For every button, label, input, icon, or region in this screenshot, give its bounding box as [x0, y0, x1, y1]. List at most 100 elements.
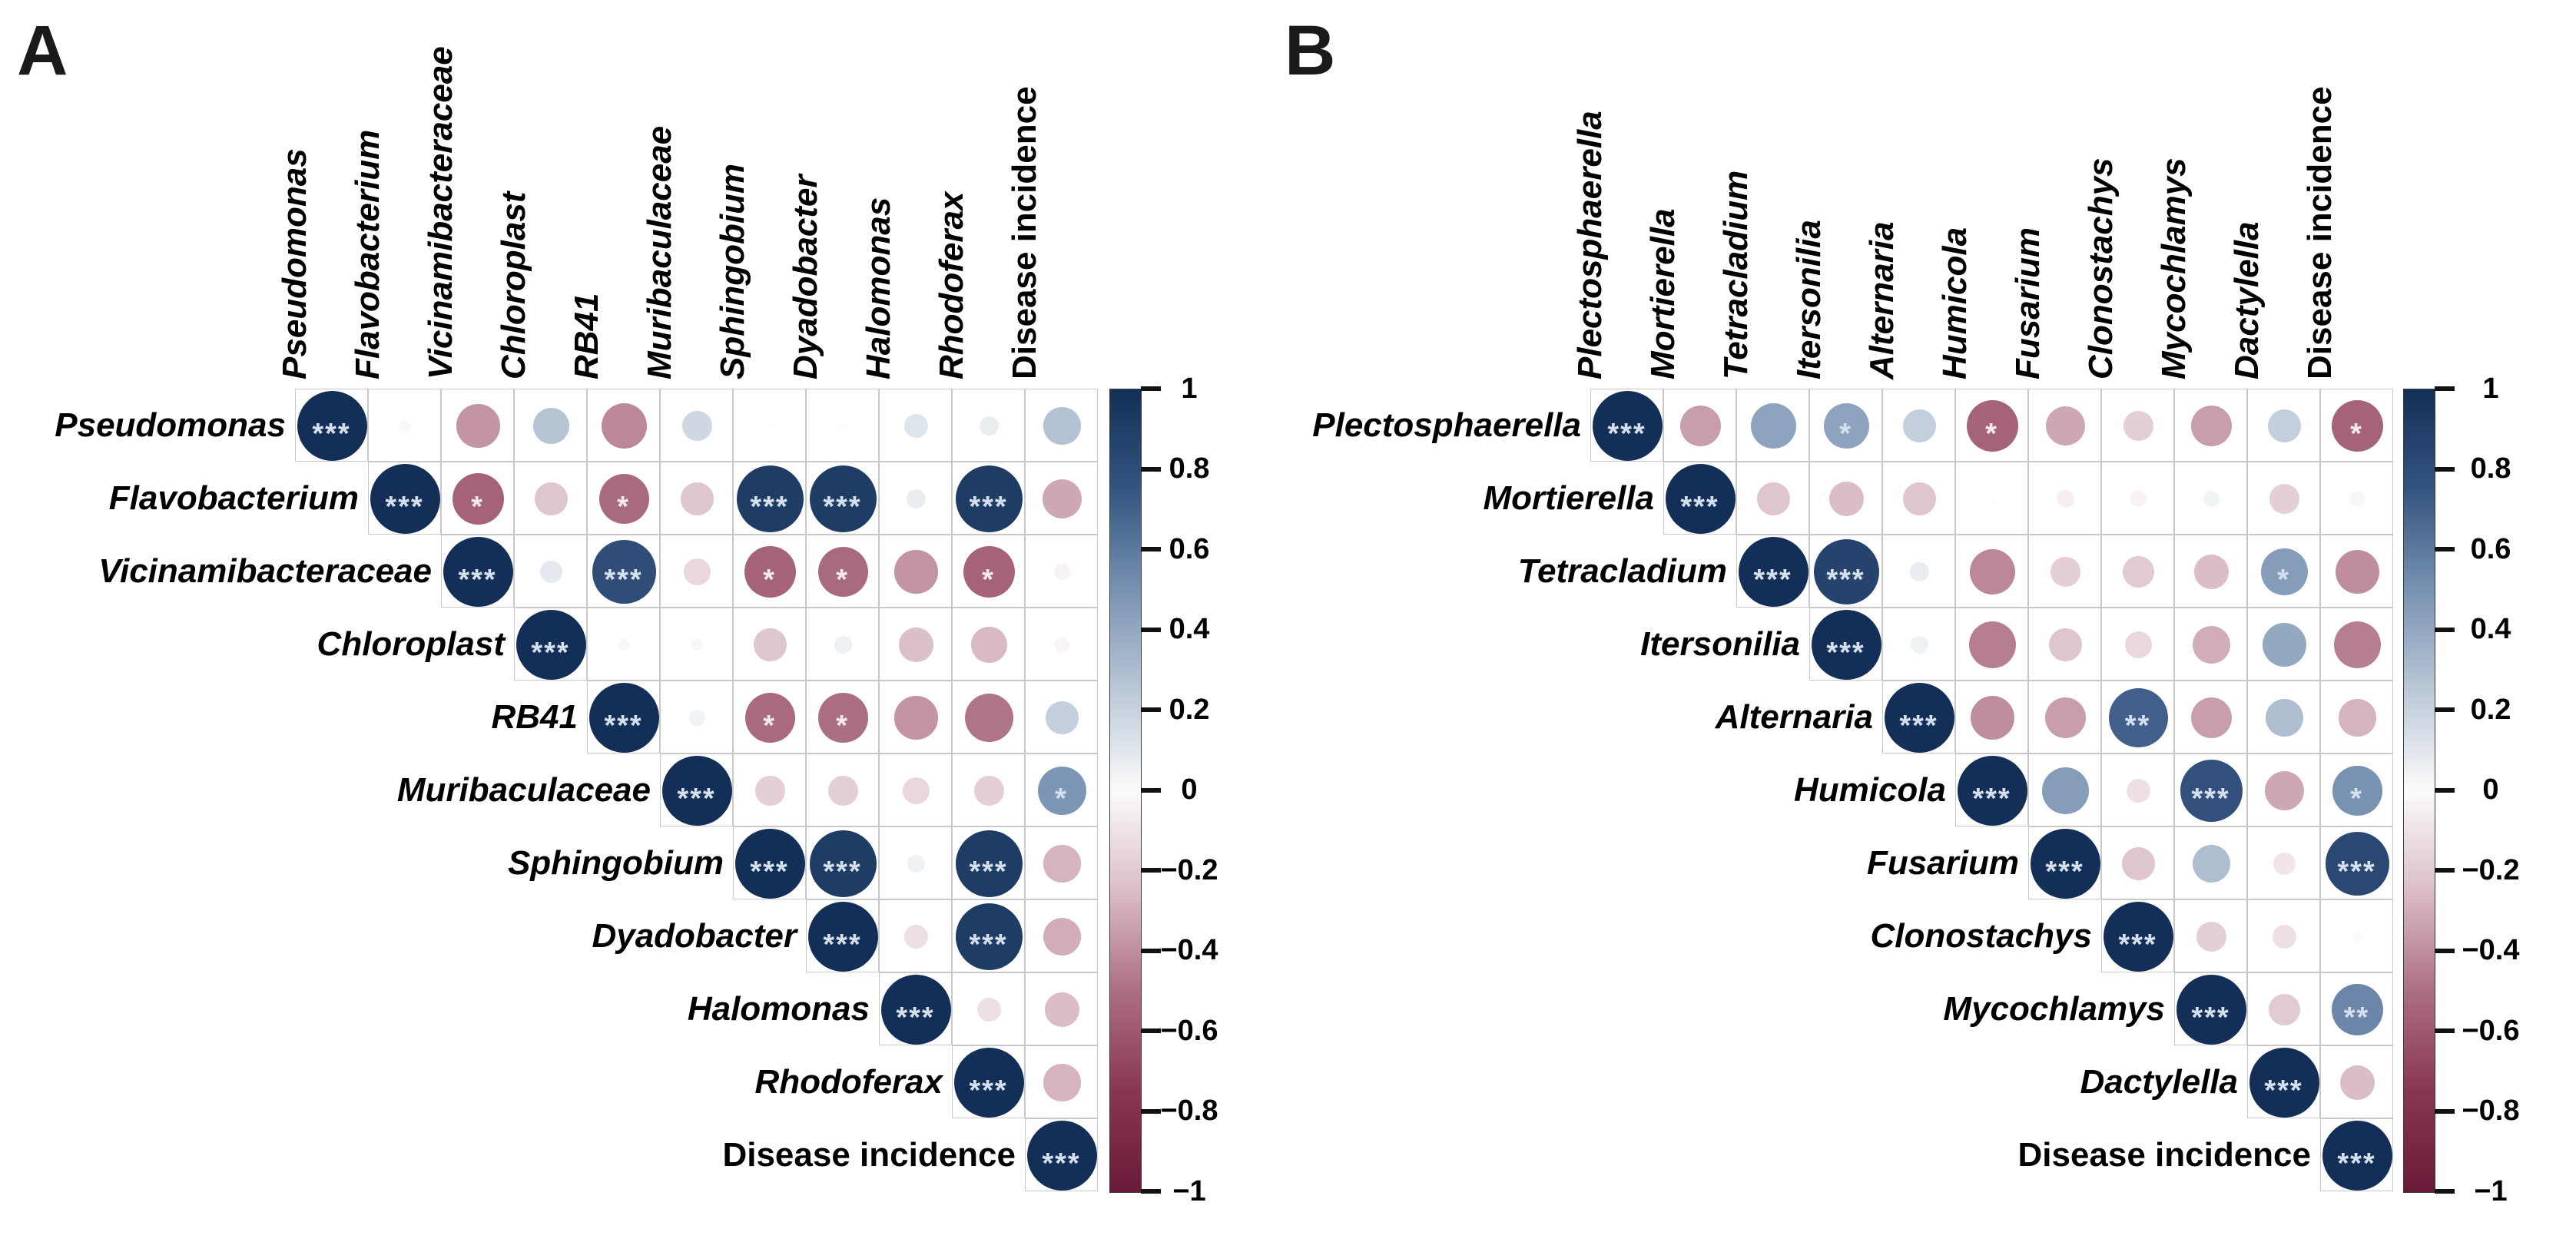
corr-circle	[689, 710, 705, 726]
corr-circle	[2193, 554, 2230, 590]
corr-circle	[828, 776, 858, 806]
corr-cell-B-3-8	[2174, 608, 2247, 681]
corr-cell-A-1-10	[1025, 462, 1098, 535]
corr-cell-A-2-9: *	[952, 535, 1025, 608]
significance-stars: *	[2350, 783, 2363, 816]
corr-circle	[964, 693, 1013, 742]
corr-circle	[2192, 625, 2231, 664]
corr-circle	[1046, 701, 1079, 734]
corr-circle	[955, 830, 1023, 898]
row-label-pseudomonas: Pseudomonas	[55, 406, 286, 444]
significance-stars: ***	[750, 856, 789, 889]
col-label-alternaria: Alternaria	[1862, 221, 1901, 379]
significance-stars: ***	[1753, 564, 1792, 597]
corr-circle	[2045, 406, 2086, 446]
colorbar-tick-label: −0.4	[1160, 934, 1218, 966]
significance-stars: *	[836, 710, 849, 743]
corr-circle	[1970, 695, 2015, 740]
row-label-disease-incidence: Disease incidence	[2017, 1135, 2311, 1174]
corr-cell-A-6-10	[1025, 826, 1098, 899]
significance-stars: ***	[1607, 418, 1646, 451]
corr-circle	[1043, 1064, 1081, 1101]
row-label-chloroplast: Chloroplast	[317, 624, 505, 663]
corr-circle	[2049, 628, 2082, 661]
corr-cell-B-2-4	[1882, 535, 1955, 608]
corr-circle	[1958, 756, 2027, 826]
corr-cell-B-7-9	[2247, 899, 2320, 972]
corr-cell-A-3-4	[587, 608, 660, 681]
row-label-sphingobium: Sphingobium	[507, 843, 724, 882]
colorbar-tick-label: 0.6	[2470, 532, 2511, 565]
significance-stars: **	[2124, 710, 2151, 743]
row-label-humicola: Humicola	[1793, 770, 1946, 809]
corr-cell-B-2-9: *	[2247, 535, 2320, 608]
corr-circle	[976, 997, 1002, 1022]
row-label-itersonilia: Itersonilia	[1640, 624, 1800, 663]
significance-stars: ***	[2264, 1075, 2303, 1108]
corr-circle	[1679, 405, 1722, 447]
significance-stars: ***	[896, 1002, 935, 1035]
corr-cell-A-6-6: ***	[733, 826, 806, 899]
corr-circle	[903, 924, 929, 949]
corr-circle	[2031, 829, 2100, 899]
corr-cell-A-6-7: ***	[806, 826, 879, 899]
colorbar-tick-label: 0.2	[1169, 693, 1210, 726]
corr-cell-B-3-9	[2247, 608, 2320, 681]
col-label-plectosphaerella: Plectosphaerella	[1570, 111, 1609, 379]
col-label-rhodoferax: Rhodoferax	[932, 191, 970, 379]
significance-stars: *	[763, 564, 776, 597]
corr-cell-B-0-0: ***	[1590, 389, 1663, 462]
corr-circle	[443, 537, 513, 607]
corr-cell-B-0-5: *	[1955, 389, 2028, 462]
corr-circle	[1968, 621, 2016, 668]
row-label-rhodoferax: Rhodoferax	[754, 1062, 943, 1101]
corr-circle	[681, 482, 714, 515]
corr-circle	[817, 546, 869, 598]
colorbar-tick-label: 0.8	[1169, 452, 1210, 485]
corr-circle	[839, 422, 847, 430]
corr-circle	[2051, 557, 2080, 587]
colorbar-tick-label: −0.8	[2462, 1095, 2520, 1127]
significance-stars: ***	[1042, 1148, 1081, 1181]
corr-circle	[902, 777, 930, 805]
col-label-halomonas: Halomonas	[859, 197, 897, 379]
corr-cell-B-5-7	[2101, 754, 2174, 826]
corr-circle	[2126, 778, 2151, 803]
corr-circle	[735, 829, 805, 899]
corr-circle	[2325, 831, 2390, 896]
colorbar-tick-label: −1	[2474, 1174, 2508, 1207]
significance-stars: **	[2343, 1002, 2370, 1035]
significance-stars: ***	[1899, 710, 1938, 743]
corr-circle	[2249, 1048, 2319, 1118]
corr-circle	[2190, 405, 2233, 447]
corr-cell-B-2-7	[2101, 535, 2174, 608]
corr-circle	[1027, 1121, 1097, 1191]
corr-circle	[2123, 411, 2153, 441]
corr-cell-A-2-3	[514, 535, 587, 608]
col-label-clonostachys: Clonostachys	[2081, 157, 2120, 379]
colorbar-tick	[2435, 707, 2455, 712]
corr-circle	[1055, 638, 1069, 652]
corr-cell-B-1-6	[2028, 462, 2101, 535]
colorbar-tick	[2435, 1189, 2455, 1194]
panel-b-letter: B	[1285, 12, 1336, 90]
corr-cell-A-5-6	[733, 754, 806, 826]
row-label-fusarium: Fusarium	[1866, 843, 2019, 882]
corr-cell-B-10-10: ***	[2320, 1118, 2393, 1191]
corr-cell-B-4-10	[2320, 681, 2393, 754]
colorbar-tick-label: −0.4	[2462, 934, 2520, 966]
row-label-mortierella: Mortierella	[1483, 479, 1654, 517]
colorbar-tick	[1141, 707, 1161, 712]
corr-circle	[1903, 409, 1936, 442]
corr-circle	[1042, 479, 1082, 519]
corr-cell-B-2-2: ***	[1736, 535, 1809, 608]
colorbar-tick	[1141, 1189, 1161, 1194]
corr-circle	[894, 550, 938, 594]
corr-circle	[1909, 561, 1930, 582]
corr-cell-B-3-4	[1882, 608, 1955, 681]
colorbar-tick	[2435, 1028, 2455, 1033]
colorbar-tick	[2435, 787, 2455, 793]
corr-circle	[589, 683, 659, 753]
corr-circle	[2264, 770, 2305, 811]
significance-stars: *	[1055, 783, 1068, 816]
